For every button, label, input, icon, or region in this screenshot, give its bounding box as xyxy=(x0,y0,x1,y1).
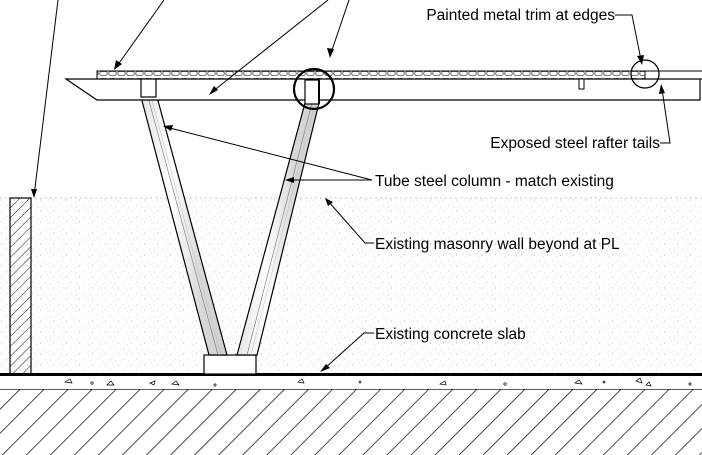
earth-hatch xyxy=(0,389,702,455)
leader-lines xyxy=(31,0,671,372)
slab-label: Existing concrete slab xyxy=(375,326,526,343)
column-connection-detail-circle xyxy=(292,67,336,111)
property-line-wall xyxy=(9,197,32,375)
column-footing xyxy=(203,354,257,375)
tube-steel-columns xyxy=(140,96,320,356)
masonry-wall-beyond xyxy=(0,198,702,374)
trim-label: Painted metal trim at edges xyxy=(426,7,615,24)
concrete-slab xyxy=(0,373,702,389)
right-column-cap xyxy=(304,79,320,105)
rafter-tails-label: Exposed steel rafter tails xyxy=(490,135,660,152)
wall-label: Existing masonry wall beyond at PL xyxy=(375,236,620,253)
column-label: Tube steel column - match existing xyxy=(375,173,614,190)
left-column-cap xyxy=(140,78,157,98)
trim-detail-circle xyxy=(630,59,660,89)
canopy-roof xyxy=(64,70,702,105)
rafter-tail xyxy=(578,78,585,90)
metal-trim-edge xyxy=(96,70,646,80)
